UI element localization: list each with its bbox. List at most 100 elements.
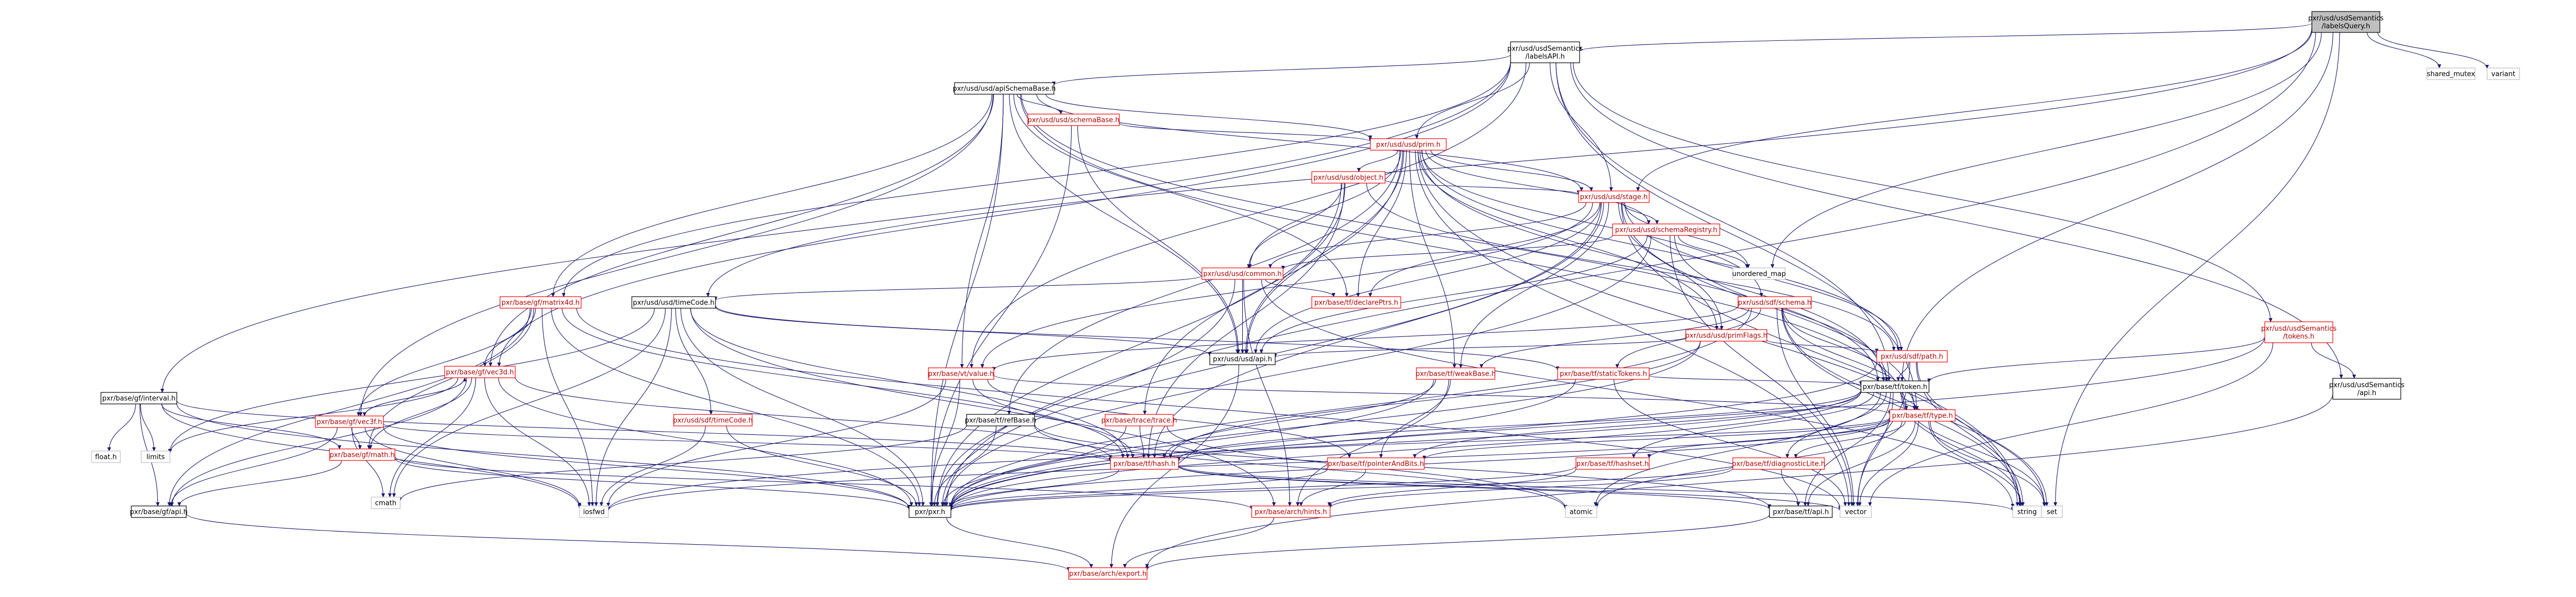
edge-tfType-to-tfApi <box>1808 421 1916 506</box>
edge-interval-to-limits <box>140 403 154 451</box>
node-apiSchemaBase[interactable]: pxr/usd/usd/apiSchemaBase.h <box>952 82 1056 95</box>
edge-matrix4d-to-gfMath <box>369 308 535 449</box>
edge-apiSchemaBase-to-prim <box>1045 94 1370 139</box>
edge-sdfSchema-to-vtValue <box>994 306 1739 370</box>
node-label: pxr/base/tf/staticTokens.h <box>1560 370 1647 378</box>
edge-sdfSchema-to-weakBase <box>1481 308 1750 368</box>
node-vtValue[interactable]: pxr/base/vt/value.h <box>928 367 994 380</box>
node-label: pxr/usd/sdf/path.h <box>1881 353 1943 361</box>
node-weakBase[interactable]: pxr/base/tf/weakBase.h <box>1415 367 1496 380</box>
node-tfHash[interactable]: pxr/base/tf/hash.h <box>1110 457 1179 470</box>
edge-primFlags-to-sdfPath <box>1766 340 1877 353</box>
edge-labelsAPI-to-vtValue <box>972 62 1527 368</box>
node-label: /tokens.h <box>2283 333 2314 341</box>
edge-semApi-to-archExport <box>1147 393 2333 568</box>
edge-tfType-to-ptrAndBits <box>1424 418 1890 459</box>
node-object[interactable]: pxr/usd/usd/object.h <box>1311 171 1386 184</box>
node-label: shared_mutex <box>2427 71 2476 78</box>
edge-prim-to-traceH <box>1145 150 1403 414</box>
node-box <box>1612 223 1720 236</box>
edge-semTokens-to-semApi <box>2311 342 2354 378</box>
node-stage[interactable]: pxr/usd/usd/stage.h <box>1578 190 1650 203</box>
node-root[interactable]: pxr/usd/usdSemantics/labelsQuery.h <box>2308 11 2384 33</box>
node-tfToken[interactable]: pxr/base/tf/token.h <box>1860 380 1930 393</box>
node-shared_mutex: shared_mutex <box>2426 67 2476 80</box>
node-common[interactable]: pxr/usd/usd/common.h <box>1201 267 1284 280</box>
edge-diagLite-to-tfApi <box>1781 469 1798 506</box>
node-hints[interactable]: pxr/base/arch/hints.h <box>1251 505 1331 518</box>
node-primFlags[interactable]: pxr/usd/usd/primFlags.h <box>1685 329 1767 342</box>
edge-apiSchemaBase-to-stage <box>1036 94 1582 191</box>
node-traceH[interactable]: pxr/base/trace/trace.h <box>1102 414 1177 426</box>
edge-labelsAPI-to-stage <box>1549 62 1612 191</box>
node-staticTokens[interactable]: pxr/base/tf/staticTokens.h <box>1557 367 1650 380</box>
node-schemaBase[interactable]: pxr/usd/usd/schemaBase.h <box>1027 114 1120 126</box>
node-box <box>1311 171 1386 184</box>
node-semApi[interactable]: pxr/usd/usdSemantics/api.h <box>2329 378 2405 400</box>
edge-prim-to-object <box>1359 150 1399 172</box>
edge-tfApi-to-archExport <box>1147 514 1770 570</box>
node-timeCode[interactable]: pxr/usd/usd/timeCode.h <box>631 296 716 309</box>
node-refBase[interactable]: pxr/base/tf/refBase.h <box>965 414 1037 426</box>
node-timeCodeSdf[interactable]: pxr/usd/sdf/timeCode.h <box>673 414 753 426</box>
edge-apiSchemaBase-to-usdApi <box>1009 94 1238 353</box>
node-labelsAPI[interactable]: pxr/usd/usdSemantics/labelsAPI.h <box>1507 41 1583 63</box>
node-variant: variant <box>2487 67 2520 80</box>
edge-labelsAPI-to-apiSchemaBase <box>1054 54 1511 85</box>
edge-vec3f-to-iosfwd <box>365 427 580 506</box>
edge-tfToken-to-iosfwd <box>608 390 1862 510</box>
node-vec3f[interactable]: pxr/base/gf/vec3f.h <box>315 415 384 428</box>
edge-root-to-shared_mutex <box>2367 32 2439 68</box>
node-schemaRegistry[interactable]: pxr/usd/usd/schemaRegistry.h <box>1612 223 1720 236</box>
node-tfType[interactable]: pxr/base/tf/type.h <box>1889 409 1956 422</box>
node-tfApi[interactable]: pxr/base/tf/api.h <box>1769 505 1833 518</box>
edge-vtValue-to-tfHash <box>972 379 1133 458</box>
node-label: pxr/usd/usd/stage.h <box>1580 194 1648 201</box>
node-pxrH[interactable]: pxr/pxr.h <box>909 505 951 518</box>
node-matrix4d[interactable]: pxr/base/gf/matrix4d.h <box>500 296 582 309</box>
node-ptrAndBits[interactable]: pxr/base/tf/pointerAndBits.h <box>1327 457 1425 470</box>
node-iosfwd: iosfwd <box>579 505 609 518</box>
edge-apiSchemaBase-to-tfToken <box>1021 94 1878 381</box>
edge-traceH-to-pxrH <box>943 425 1127 506</box>
node-atomic: atomic <box>1565 505 1597 518</box>
node-label: string <box>2017 509 2037 516</box>
edge-ptrAndBits-to-hints <box>1301 469 1366 506</box>
node-interval[interactable]: pxr/base/gf/interval.h <box>100 392 177 404</box>
node-vec3d[interactable]: pxr/base/gf/vec3d.h <box>444 366 516 378</box>
node-label: pxr/usd/usd/api.h <box>1213 356 1272 364</box>
node-gfApi[interactable]: pxr/base/gf/api.h <box>130 505 188 518</box>
node-string: string <box>2012 505 2042 518</box>
node-box <box>2264 321 2333 343</box>
node-label: pxr/base/tf/weakBase.h <box>1415 370 1495 378</box>
node-label: pxr/base/tf/token.h <box>1863 384 1927 391</box>
node-box <box>315 415 384 428</box>
node-sdfPath[interactable]: pxr/usd/sdf/path.h <box>1876 350 1948 363</box>
edge-prim-to-tfToken <box>1420 150 1883 381</box>
node-box <box>1557 367 1650 380</box>
edge-labelsAPI-to-tfType <box>1556 62 1916 410</box>
node-usdApi[interactable]: pxr/usd/usd/api.h <box>1209 353 1276 365</box>
node-diagLite[interactable]: pxr/base/tf/diagnosticLite.h <box>1732 457 1825 470</box>
edge-schemaRegistry-to-unordered_map <box>1678 235 1747 268</box>
edge-apiSchemaBase-to-pxrH <box>931 94 1004 506</box>
node-archExport[interactable]: pxr/base/arch/export.h <box>1068 567 1148 580</box>
node-sdfSchema[interactable]: pxr/usd/sdf/schema.h <box>1738 296 1812 309</box>
edge-schemaBase-to-pxrH <box>932 125 1072 506</box>
node-gfMath[interactable]: pxr/base/gf/math.h <box>329 448 395 461</box>
node-hashset[interactable]: pxr/base/tf/hashset.h <box>1575 457 1650 470</box>
node-declarePtrs[interactable]: pxr/base/tf/declarePtrs.h <box>1311 296 1401 309</box>
edge-prim-to-common <box>1250 150 1401 268</box>
node-semTokens[interactable]: pxr/usd/usdSemantics/tokens.h <box>2261 321 2337 343</box>
edge-sdfPath-to-set <box>1916 362 2047 506</box>
node-prim[interactable]: pxr/usd/usd/prim.h <box>1370 138 1447 151</box>
edge-sdfSchema-to-tfToken <box>1783 308 1887 381</box>
node-label: pxr/usd/usd/prim.h <box>1376 141 1440 149</box>
edge-apiSchemaBase-to-declarePtrs <box>1013 94 1347 297</box>
node-label: pxr/base/tf/api.h <box>1773 509 1829 516</box>
edge-vec3d-to-gfApi <box>172 377 467 506</box>
node-label: pxr/usd/usd/timeCode.h <box>633 299 714 307</box>
node-label: pxr/usd/usd/primFlags.h <box>1685 332 1767 340</box>
edge-schemaRegistry-to-common <box>1283 235 1613 269</box>
node-box <box>909 505 951 518</box>
